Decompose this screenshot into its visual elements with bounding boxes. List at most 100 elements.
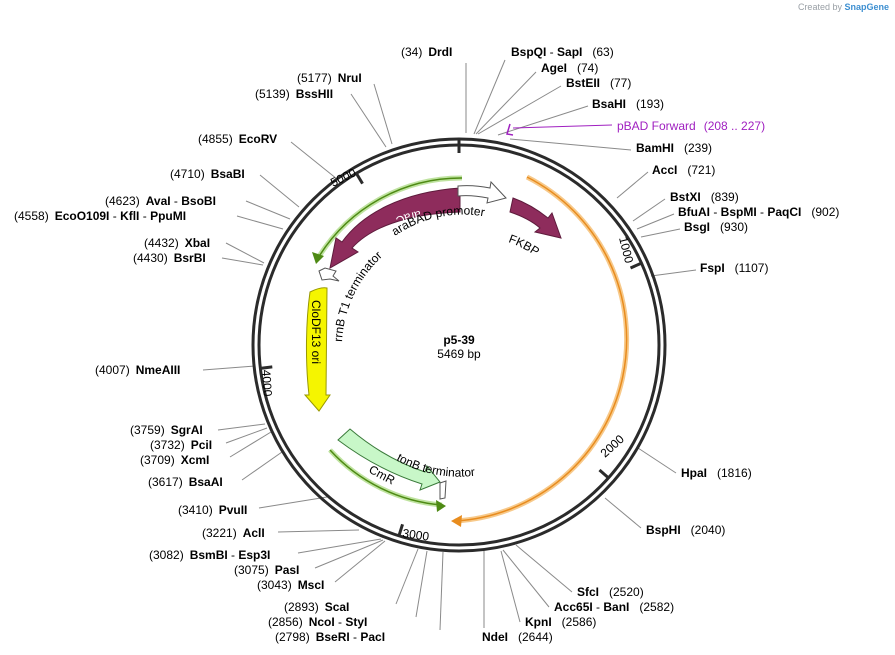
site-position: (3043) bbox=[257, 578, 292, 592]
enzyme-name: BamHI bbox=[636, 141, 674, 155]
restriction-site-label[interactable]: BsaHI(193) bbox=[592, 97, 664, 111]
restriction-site-label[interactable]: (2893) ScaI bbox=[284, 600, 349, 614]
ruler-tick bbox=[598, 468, 610, 480]
restriction-site-label[interactable]: (4623)AvaI - BsoBI bbox=[105, 194, 216, 208]
restriction-site-label[interactable]: (3732) PciI bbox=[150, 438, 212, 452]
site-position: - bbox=[228, 548, 239, 562]
site-leader-line bbox=[236, 215, 284, 230]
site-position: (77) bbox=[610, 76, 631, 90]
site-position: - bbox=[593, 600, 604, 614]
feature-rrnB-terminator[interactable] bbox=[318, 267, 340, 282]
site-position: (74) bbox=[577, 61, 598, 75]
restriction-site-label[interactable]: BamHI(239) bbox=[636, 141, 712, 155]
restriction-site-label[interactable]: FspI(1107) bbox=[700, 261, 768, 275]
restriction-site-label[interactable]: (3075)PasI bbox=[234, 563, 299, 577]
restriction-site-label[interactable]: AccI(721) bbox=[652, 163, 715, 177]
feature-tonB-terminator[interactable] bbox=[439, 480, 447, 500]
restriction-site-label[interactable]: (4558)EcoO109I - KflI - PpuMI bbox=[14, 209, 186, 223]
restriction-site-label[interactable]: (34) DrdI bbox=[401, 45, 452, 59]
site-position: - bbox=[109, 209, 120, 223]
enzyme-name: BspQI bbox=[511, 45, 546, 59]
restriction-site-label[interactable]: BfuAI - BspMI - PaqCI(902) bbox=[678, 205, 839, 219]
site-position: - bbox=[546, 45, 557, 59]
restriction-site-label[interactable]: Acc65I - BanI(2582) bbox=[554, 600, 674, 614]
feature-CloDF13-ori[interactable] bbox=[303, 287, 331, 412]
site-leader-line bbox=[497, 105, 589, 136]
restriction-site-label[interactable]: (4710)BsaBI bbox=[170, 167, 245, 181]
plasmid-name: p5-39 bbox=[443, 333, 475, 347]
site-leader-line bbox=[334, 540, 386, 583]
site-position: - bbox=[171, 194, 182, 208]
restriction-site-label[interactable]: BspQI - SapI(63) bbox=[511, 45, 614, 59]
enzyme-name: BanI bbox=[603, 600, 629, 614]
restriction-site-label[interactable]: BsgI(930) bbox=[684, 220, 748, 234]
ruler-tick-label: 1000 bbox=[616, 235, 636, 265]
restriction-site-label[interactable]: (4432)XbaI bbox=[144, 236, 210, 250]
restriction-site-label[interactable]: AgeI(74) bbox=[541, 61, 598, 75]
site-position: (839) bbox=[711, 190, 739, 204]
restriction-site-label[interactable]: BspHI (2040) bbox=[646, 523, 725, 537]
restriction-site-label[interactable]: KpnI(2586) bbox=[525, 615, 596, 629]
site-leader-line bbox=[636, 213, 675, 230]
restriction-site-label[interactable]: (4430)BsrBI bbox=[133, 251, 206, 265]
enzyme-name: SfcI bbox=[577, 585, 599, 599]
site-position: (3709) bbox=[140, 453, 175, 467]
enzyme-name: BstXI bbox=[670, 190, 701, 204]
site-position: (4432) bbox=[144, 236, 179, 250]
site-position: (5177) bbox=[297, 71, 332, 85]
enzyme-name: XcmI bbox=[181, 453, 210, 467]
restriction-site-label[interactable]: (4007)NmeAIII bbox=[95, 363, 180, 377]
enzyme-name: AclI bbox=[243, 526, 265, 540]
enzyme-name: BsaHI bbox=[592, 97, 626, 111]
enzyme-name: MscI bbox=[298, 578, 325, 592]
ruler-tick-label: 3000 bbox=[402, 526, 431, 544]
enzyme-name: KflI bbox=[120, 209, 139, 223]
ruler-tick bbox=[397, 523, 404, 537]
site-position: (2893) bbox=[284, 600, 319, 614]
restriction-site-label[interactable]: (3617)BsaAI bbox=[148, 475, 223, 489]
enzyme-name: DrdI bbox=[428, 45, 452, 59]
site-position: (3410) bbox=[178, 503, 213, 517]
restriction-site-label[interactable]: HpaI(1816) bbox=[681, 466, 752, 480]
restriction-site-label[interactable]: (3082)BsmBI - Esp3I bbox=[149, 548, 270, 562]
restriction-site-label[interactable]: (3410)PvuII bbox=[178, 503, 247, 517]
site-position: (2856) bbox=[268, 615, 303, 629]
restriction-site-label[interactable]: (2798)BseRI - PacI bbox=[275, 630, 385, 644]
restriction-site-label[interactable]: NdeI(2644) bbox=[482, 630, 553, 644]
restriction-site-label[interactable]: (3759)SgrAI bbox=[130, 423, 203, 437]
enzyme-name: NcoI bbox=[309, 615, 335, 629]
enzyme-name: BfuAI bbox=[678, 205, 710, 219]
restriction-site-label[interactable]: (3221) AclI bbox=[202, 526, 265, 540]
primer-pBAD-forward-arrow[interactable] bbox=[506, 123, 514, 136]
site-position: (3732) bbox=[150, 438, 185, 452]
site-position: (902) bbox=[811, 205, 839, 219]
restriction-site-label[interactable]: (5177)NruI bbox=[297, 71, 362, 85]
feature-araBAD-promoter[interactable] bbox=[457, 180, 507, 204]
enzyme-name: PciI bbox=[191, 438, 212, 452]
site-position: (721) bbox=[687, 163, 715, 177]
site-position: (2040) bbox=[691, 523, 726, 537]
site-leader-line bbox=[225, 427, 268, 444]
site-leader-line bbox=[245, 200, 291, 220]
restriction-site-label[interactable]: (3709) XcmI bbox=[140, 453, 209, 467]
restriction-site-label[interactable]: BstEII(77) bbox=[566, 76, 631, 90]
restriction-site-label[interactable]: (3043) MscI bbox=[257, 578, 324, 592]
site-position: - bbox=[335, 615, 346, 629]
enzyme-name: ScaI bbox=[325, 600, 350, 614]
feature-araC[interactable] bbox=[329, 187, 461, 269]
feature-FKBP[interactable] bbox=[509, 197, 562, 239]
site-position: (34) bbox=[401, 45, 422, 59]
site-position: - bbox=[710, 205, 721, 219]
feature-CmR[interactable] bbox=[337, 428, 441, 491]
site-position: (3221) bbox=[202, 526, 237, 540]
restriction-site-label[interactable]: SfcI(2520) bbox=[577, 585, 644, 599]
enzyme-name: StyI bbox=[345, 615, 367, 629]
enzyme-name: BspHI bbox=[646, 523, 681, 537]
restriction-site-label[interactable]: (2856) NcoI - StyI bbox=[268, 615, 367, 629]
site-position: (3759) bbox=[130, 423, 165, 437]
restriction-site-label[interactable]: (4855)EcoRV bbox=[198, 132, 277, 146]
restriction-site-label[interactable]: BstXI (839) bbox=[670, 190, 739, 204]
enzyme-name: BsoBI bbox=[181, 194, 216, 208]
restriction-site-label[interactable]: (5139)BssHII bbox=[255, 87, 333, 101]
